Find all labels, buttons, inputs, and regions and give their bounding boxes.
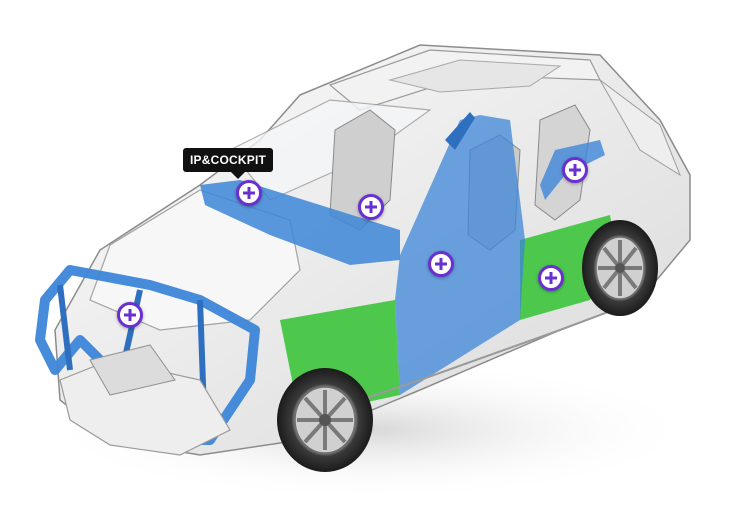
plus-icon — [361, 197, 381, 217]
hotspot-front-seat[interactable] — [358, 194, 384, 220]
hotspot-rear-pillar[interactable] — [562, 157, 588, 183]
plus-icon — [239, 183, 259, 203]
hotspot-ip-cockpit[interactable] — [236, 180, 262, 206]
ip-cockpit-tooltip: IP&COCKPIT — [183, 148, 274, 179]
rear-window — [599, 79, 682, 177]
grille — [89, 344, 176, 396]
plus-icon — [541, 268, 561, 288]
hotspot-door-center[interactable] — [428, 251, 454, 277]
front-wheel — [277, 368, 373, 472]
plus-icon — [565, 160, 585, 180]
sunroof — [388, 59, 562, 93]
hotspot-front-end-module[interactable] — [117, 302, 143, 328]
b-pillar-door — [395, 115, 525, 395]
rocker-panel — [329, 299, 641, 411]
plus-icon — [120, 305, 140, 325]
a-pillar — [445, 112, 475, 150]
tooltip-pointer — [231, 172, 245, 179]
plus-icon — [431, 254, 451, 274]
tooltip-label: IP&COCKPIT — [190, 153, 267, 167]
rear-wheel — [582, 220, 658, 316]
hotspot-rear-door-panel[interactable] — [538, 265, 564, 291]
